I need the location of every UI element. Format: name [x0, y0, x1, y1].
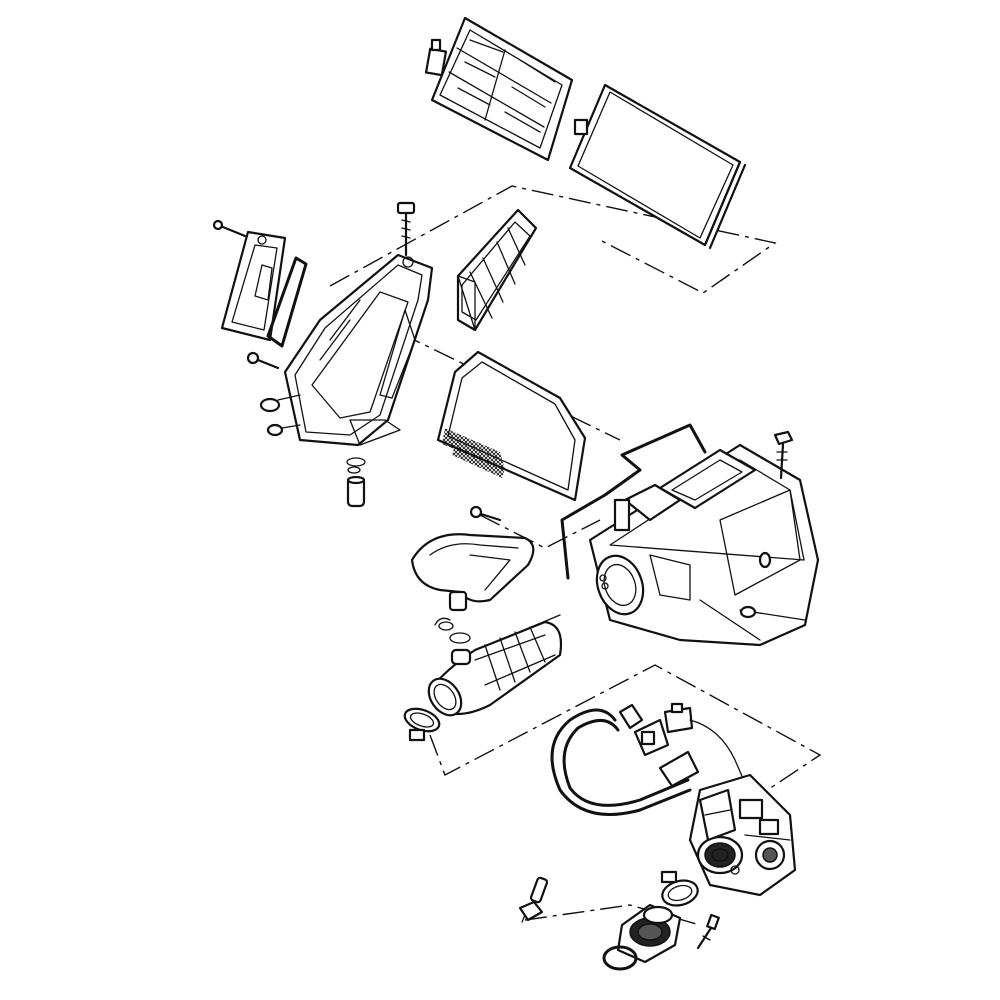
filter-element — [568, 83, 747, 250]
o-ring — [602, 945, 638, 971]
housing-cover — [259, 253, 434, 447]
drain-plug — [518, 876, 549, 923]
drain-plug — [346, 457, 366, 508]
fuel-hose — [550, 708, 692, 816]
bolt — [696, 913, 720, 950]
bolt — [773, 430, 794, 480]
connector — [618, 702, 749, 791]
bolt — [469, 505, 502, 522]
bolt — [246, 351, 280, 370]
hose-clamp — [660, 870, 699, 907]
hose-clamp — [403, 707, 441, 742]
side-cover — [212, 219, 287, 342]
foam-filter — [456, 208, 538, 332]
insulator — [616, 903, 682, 964]
intake-boot — [427, 620, 563, 717]
cover-gasket — [266, 256, 308, 348]
airbox — [588, 443, 820, 647]
throttle-body — [688, 773, 797, 897]
intake-duct — [410, 533, 535, 612]
bolt — [396, 201, 416, 257]
filter-panel — [436, 350, 587, 502]
cover-gasket — [560, 423, 707, 580]
hose-clamp — [434, 617, 471, 644]
filter-frame — [424, 16, 574, 162]
